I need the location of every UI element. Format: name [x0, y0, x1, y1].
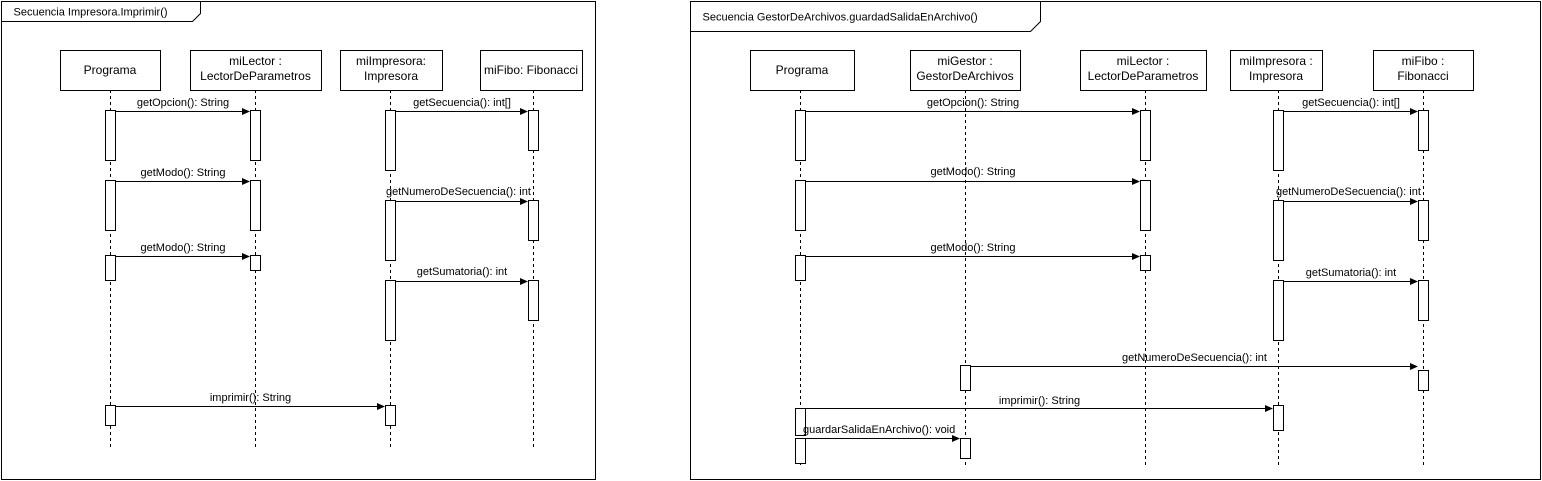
- participant-fibo: [480, 50, 583, 91]
- message-label: getSumatoria(): int: [1306, 267, 1396, 279]
- participant-label: miLector :: [1117, 54, 1170, 68]
- message-label: getSecuencia(): int[]: [1302, 97, 1400, 109]
- participant-programa: [60, 50, 161, 91]
- participant-impresora: [340, 50, 443, 91]
- activation-bar: [1273, 280, 1284, 341]
- message-label: getNumeroDeSecuencia(): int: [1276, 186, 1421, 198]
- activation-bar: [795, 110, 806, 161]
- activation-bar: [250, 110, 261, 161]
- activation-bar: [1273, 110, 1284, 171]
- message-label: getModo(): String: [931, 166, 1016, 178]
- activation-bar: [1273, 200, 1284, 261]
- activation-bar: [385, 280, 396, 341]
- participant-label: Programa: [84, 63, 137, 77]
- activation-bar: [1140, 180, 1151, 231]
- activation-bar: [250, 255, 261, 271]
- message-arrowhead: [242, 178, 250, 185]
- message-arrowhead: [520, 198, 528, 205]
- activation-bar: [960, 438, 971, 459]
- activation-bar: [1140, 255, 1151, 271]
- activation-bar: [1418, 200, 1429, 241]
- message-label: getNumeroDeSecuencia(): int: [386, 186, 531, 198]
- message-arrowhead: [377, 403, 385, 410]
- message-arrowhead: [242, 108, 250, 115]
- message-arrowhead: [1132, 178, 1140, 185]
- activation-bar: [960, 365, 971, 391]
- message-label: getOpcion(): String: [137, 97, 229, 109]
- message-arrowhead: [1132, 253, 1140, 260]
- activation-bar: [385, 405, 396, 426]
- participant-label: miImpresora :: [1239, 54, 1312, 68]
- message-label: getSecuencia(): int[]: [413, 97, 511, 109]
- message-label: imprimir(): String: [999, 395, 1080, 407]
- participant-label: Fibonacci: [1397, 69, 1448, 83]
- activation-bar: [1418, 110, 1429, 151]
- message-label: getSumatoria(): int: [417, 266, 507, 278]
- activation-bar: [795, 408, 806, 436]
- message-label: getModo(): String: [931, 242, 1016, 254]
- message-arrowhead: [242, 253, 250, 260]
- activation-bar: [105, 110, 116, 161]
- participant-gestor: [910, 50, 1021, 91]
- participant-label: miLector :: [229, 54, 282, 68]
- message-label: getModo(): String: [141, 242, 226, 254]
- participant-label: Impresora: [364, 69, 418, 83]
- message-arrowhead: [1410, 108, 1418, 115]
- message-arrowhead: [1410, 198, 1418, 205]
- participant-label: LectorDeParametros: [1088, 69, 1199, 83]
- participant-label: miGestor :: [937, 54, 992, 68]
- activation-bar: [1418, 280, 1429, 321]
- frame-title-tab: [690, 1, 1041, 32]
- message-label: getModo(): String: [141, 167, 226, 179]
- message-arrowhead: [1265, 405, 1273, 412]
- activation-bar: [528, 200, 539, 241]
- activation-bar: [250, 180, 261, 231]
- sequence-diagram-1: Secuencia Impresora.Imprimir() Programa mi…: [1, 1, 596, 480]
- message-label: getOpcion(): String: [927, 97, 1019, 109]
- sequence-diagram-2: Secuencia GestorDeArchivos.guardadSalida…: [690, 1, 1541, 480]
- participant-label: Programa: [776, 63, 829, 77]
- participant-programa: [750, 50, 855, 91]
- participant-fibo: [1373, 50, 1474, 91]
- activation-bar: [105, 180, 116, 231]
- activation-bar: [528, 280, 539, 321]
- participant-label: miImpresora:: [356, 54, 426, 68]
- frame-title-tab: [1, 1, 201, 22]
- message-arrowhead: [1132, 108, 1140, 115]
- activation-bar: [105, 255, 116, 281]
- activation-bar: [1418, 370, 1429, 391]
- diagram-title: Secuencia GestorDeArchivos.guardadSalida…: [703, 12, 978, 24]
- participant-label: Impresora: [1249, 69, 1303, 83]
- participant-label: miFibo: Fibonacci: [484, 63, 578, 77]
- message-arrowhead: [1410, 363, 1418, 370]
- activation-bar: [528, 110, 539, 151]
- diagram-title: Secuencia Impresora.Imprimir(): [14, 7, 168, 19]
- activation-bar: [1140, 110, 1151, 161]
- message-arrowhead: [1410, 278, 1418, 285]
- message-label: guardarSalidaEnArchivo(): void: [803, 424, 955, 436]
- activation-bar: [795, 255, 806, 281]
- message-label: getNumeroDeSecuencia(): int: [1122, 352, 1267, 364]
- participant-impresora: [1230, 50, 1323, 91]
- participant-lector: [190, 50, 322, 91]
- message-arrowhead: [952, 435, 960, 442]
- activation-bar: [385, 110, 396, 171]
- message-arrowhead: [520, 278, 528, 285]
- activation-bar: [795, 180, 806, 231]
- activation-bar: [105, 405, 116, 426]
- activation-bar: [1273, 405, 1284, 431]
- activation-bar: [385, 200, 396, 261]
- participant-label: miFibo :: [1402, 54, 1445, 68]
- participant-label: GestorDeArchivos: [916, 69, 1013, 83]
- participant-label: LectorDeParametros: [200, 69, 311, 83]
- message-label: imprimir(): String: [210, 392, 291, 404]
- message-arrowhead: [520, 108, 528, 115]
- activation-bar: [795, 438, 806, 464]
- participant-lector: [1080, 50, 1207, 91]
